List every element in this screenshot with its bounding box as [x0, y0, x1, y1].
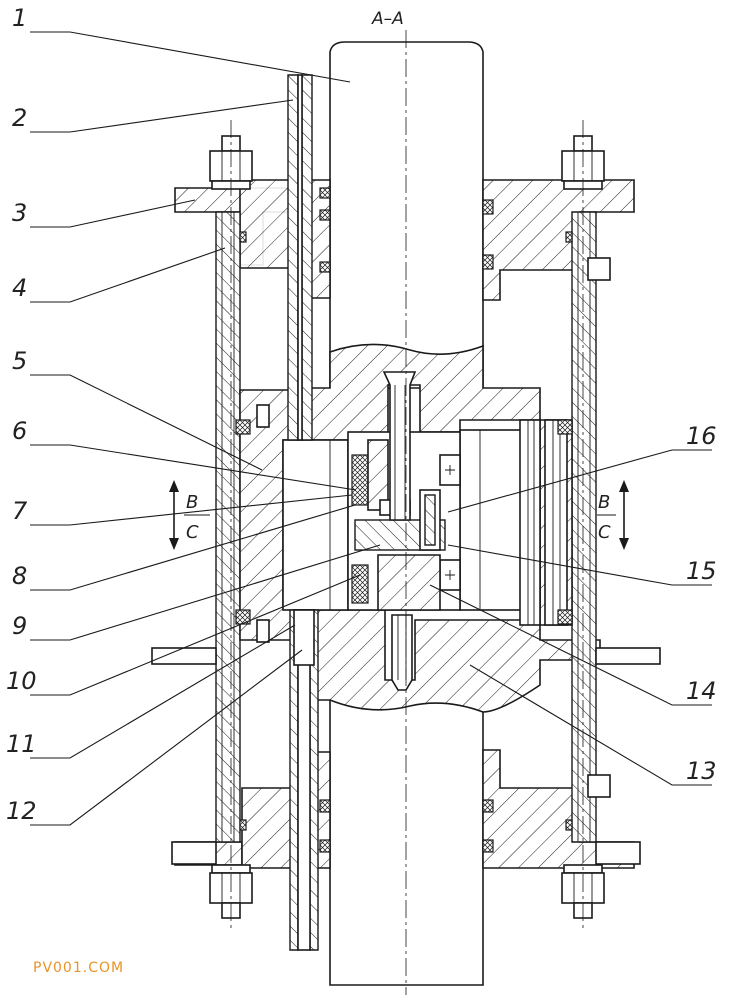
callout-1: 1: [12, 4, 27, 32]
tube-lower: [289, 609, 319, 951]
right-inner-studs: [519, 419, 568, 626]
arrow-right-top-label: B: [598, 492, 610, 513]
center-bolt-top: [382, 371, 417, 521]
leader-lines: [30, 31, 712, 826]
callout-10: 10: [6, 667, 37, 695]
callout-6: 6: [12, 417, 27, 445]
section-title: A–A: [371, 9, 404, 29]
rotor-left: [282, 439, 349, 611]
seals: [235, 187, 573, 853]
callout-3: 3: [12, 199, 27, 227]
middle-flange-ears: [151, 647, 661, 865]
callout-12: 12: [6, 797, 37, 825]
callout-15: 15: [686, 557, 717, 585]
center-lines: [230, 30, 584, 995]
callout-9: 9: [12, 612, 27, 640]
pins: [256, 257, 611, 798]
center-bolt-bottom: [391, 614, 413, 691]
upper-hub: [299, 343, 541, 441]
tube-upper: [287, 74, 313, 441]
callout-2: 2: [12, 104, 27, 132]
main-shaft: [329, 41, 484, 986]
arrow-right-bottom-label: C: [598, 522, 611, 543]
arrow-left-bottom-label: C: [186, 522, 199, 543]
callout-7: 7: [12, 497, 28, 525]
section-arrow-left: [169, 480, 210, 550]
callout-4: 4: [12, 274, 27, 302]
callout-11: 11: [6, 730, 37, 758]
callout-14: 14: [686, 677, 717, 705]
callout-13: 13: [686, 757, 717, 785]
callout-8: 8: [12, 562, 27, 590]
callout-5: 5: [12, 347, 27, 375]
callout-16: 16: [686, 422, 717, 450]
outer-cylinder: [215, 211, 597, 843]
arrow-left-top-label: B: [186, 492, 198, 513]
section-arrow-right: [597, 480, 629, 550]
watermark-text: PV001.COM: [33, 960, 125, 976]
